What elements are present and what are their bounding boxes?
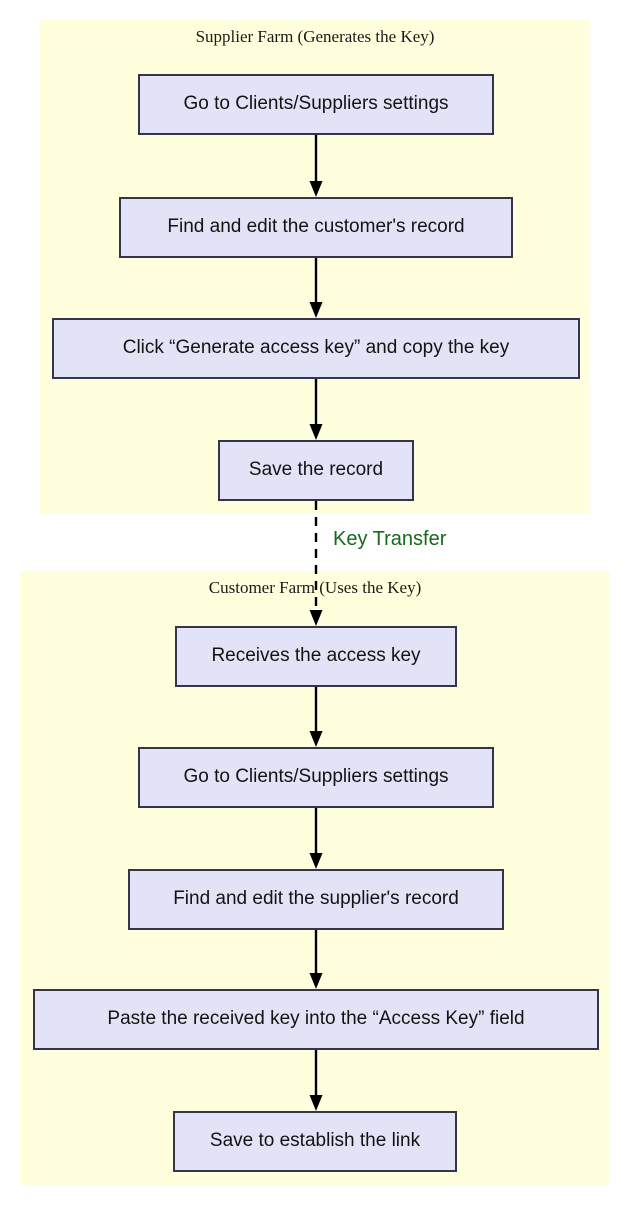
node-save-to-establish-the-link[interactable]: Save to establish the link bbox=[173, 1111, 457, 1172]
edge-label-key-transfer: Key Transfer bbox=[333, 528, 447, 550]
node-paste-received-key-into-access-key-field[interactable]: Paste the received key into the “Access … bbox=[33, 989, 599, 1050]
node-find-and-edit-suppliers-record[interactable]: Find and edit the supplier's record bbox=[128, 869, 504, 930]
subgraph-title-supplier-farm: Supplier Farm (Generates the Key) bbox=[195, 27, 435, 46]
node-go-to-clients-suppliers-settings-supplier[interactable]: Go to Clients/Suppliers settings bbox=[138, 74, 494, 135]
node-find-and-edit-customers-record[interactable]: Find and edit the customer's record bbox=[119, 197, 513, 258]
node-go-to-clients-suppliers-settings-customer[interactable]: Go to Clients/Suppliers settings bbox=[138, 747, 494, 808]
node-receives-the-access-key[interactable]: Receives the access key bbox=[175, 626, 457, 687]
subgraph-title-customer-farm: Customer Farm (Uses the Key) bbox=[208, 578, 422, 597]
node-generate-access-key-and-copy[interactable]: Click “Generate access key” and copy the… bbox=[52, 318, 580, 379]
node-save-the-record[interactable]: Save the record bbox=[218, 440, 414, 501]
